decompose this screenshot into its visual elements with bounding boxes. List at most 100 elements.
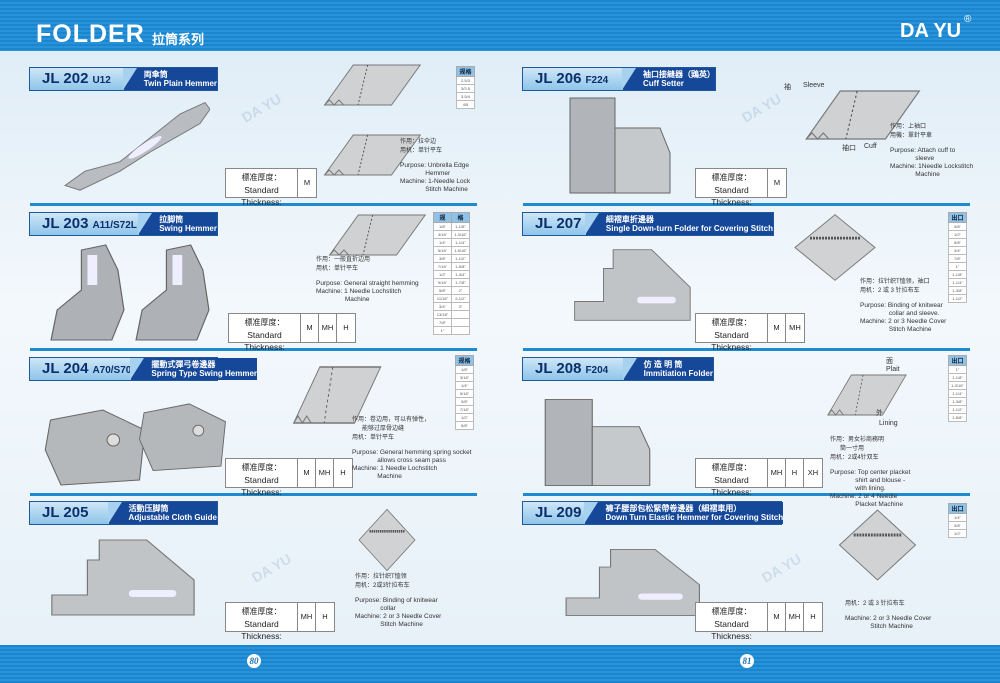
thickness-label-en: Standard Thickness:: [244, 330, 285, 352]
spec-cell: [451, 326, 470, 335]
spec-header: 规格: [455, 355, 474, 366]
section-divider: [30, 203, 477, 206]
spec-header: 出口: [948, 355, 967, 366]
thickness-label: 標准厚度：Standard Thickness:: [226, 169, 298, 207]
description-cn: 作用：一般直折边用: [316, 257, 371, 263]
spec-header: 出口: [948, 212, 967, 223]
spec-row: 1/2": [948, 529, 967, 538]
spec-row: 1-1/4": [948, 389, 967, 398]
spec-cell: 1/2": [948, 529, 967, 538]
page-number-left: 80: [247, 654, 261, 668]
spec-cell: 1": [948, 262, 967, 271]
spec-row: 1/2": [948, 230, 967, 239]
thickness-option: MH: [298, 603, 316, 631]
diagram-label: Sleeve: [803, 82, 825, 89]
model-sub-code: A70/S70: [92, 365, 132, 376]
spec-cell: 1-5/8": [451, 262, 470, 271]
spec-cell: 1/8": [455, 365, 474, 374]
product-name-cn: 拉脚筒: [159, 215, 184, 224]
diagram-label: Plait: [886, 366, 900, 373]
description-cn: 作用：卷边用，可以有弹性，: [352, 417, 431, 423]
spec-cell: 1-5/8": [948, 413, 967, 422]
product-name-cn: 袖口接縫器（鶏英）: [643, 70, 715, 79]
product-name-cn: 擺動式彈弓卷邊器: [151, 360, 216, 369]
spec-row: 3/8": [948, 222, 967, 231]
thickness-option: M: [768, 314, 786, 342]
spec-row: 1-3/8": [948, 286, 967, 295]
machine-text: Machine: 2 or 3 Needle Cover Stitch Mach…: [845, 615, 932, 630]
spec-cell: 3/16": [433, 230, 452, 239]
description-cn: 用机：2或3针拉布车: [355, 583, 410, 589]
standard-thickness-box: 標准厚度：Standard Thickness:M: [695, 168, 787, 207]
description-cn: 筒一寸用: [830, 446, 865, 452]
product-image: [565, 93, 675, 198]
spec-cell: 1/2": [948, 230, 967, 239]
thickness-label-en: Standard Thickness:: [711, 475, 752, 497]
product-image: [820, 370, 910, 420]
machine-text: Machine: 1-Needle Lock Stitch Machine: [400, 178, 471, 193]
description-cn: 作用：拉针织T恤领，袖口: [860, 279, 930, 285]
thickness-option: MH: [786, 603, 804, 631]
spec-cell: [451, 318, 470, 327]
spec-cell: 1-1/4": [948, 278, 967, 287]
spec-row: 3.5/4: [456, 92, 475, 101]
spec-cell: 1": [948, 365, 967, 374]
spec-row: 1/2": [455, 413, 474, 422]
spec-row: 1/2"1-3/4": [433, 270, 470, 279]
thickness-option: MH: [319, 314, 337, 342]
spec-cell: 9/16": [433, 278, 452, 287]
spec-cell: 5/8": [455, 421, 474, 430]
product-image: [315, 60, 425, 110]
model-code: JL 207: [535, 215, 582, 232]
thickness-option: H: [340, 468, 346, 477]
catalog-title: FOLDER: [36, 20, 145, 48]
thickness-label-en: Standard Thickness:: [241, 619, 282, 641]
thickness-label: 標准厚度：Standard Thickness:: [696, 169, 768, 207]
spec-cell: 1-1/4": [948, 389, 967, 398]
spec-cell: 7/8": [948, 254, 967, 263]
spec-row: 1-1/2": [948, 405, 967, 414]
watermark-text: DA YU: [758, 550, 804, 586]
product-name-en: Cuff Setter: [643, 79, 684, 88]
brand-logo: DA YU: [900, 20, 962, 42]
product-name-cn: 褲子腰部包松緊帶卷邊器（細褶車用）: [605, 504, 742, 513]
product-name: 袖口接縫器（鶏英）Cuff Setter: [622, 68, 715, 90]
spec-cell: 5/8": [948, 238, 967, 247]
section-divider: [30, 493, 477, 496]
model-code: JL 202: [42, 70, 89, 87]
registered-mark: ®: [964, 14, 972, 25]
product-name-en: Spring Type Swing Hemmer: [151, 369, 258, 378]
spec-row: 7/8": [948, 254, 967, 263]
spec-cell: 4/5: [456, 100, 475, 109]
product-image: [320, 210, 430, 260]
description-cn: 用机：2 或 3 针拉布车: [860, 288, 920, 294]
spec-cell: 3/8": [948, 521, 967, 530]
purpose-text: Purpose: Binding of knitwear collar and …: [860, 302, 943, 317]
machine-text: Machine: 2 or 3 Needle Cover Stitch Mach…: [860, 318, 947, 333]
spec-row: 5/8": [455, 421, 474, 430]
diagram-label: 袖: [784, 84, 791, 91]
spec-row: 3/16": [455, 373, 474, 382]
model-sub-code: F204: [585, 365, 609, 376]
thickness-option: MH: [789, 323, 801, 332]
product-image: [565, 245, 695, 325]
spec-cell: 3/8": [948, 222, 967, 231]
spec-cell: 1-1/8": [948, 270, 967, 279]
spec-row: 1-5/8": [948, 413, 967, 422]
model-number: JL 207: [523, 213, 586, 235]
